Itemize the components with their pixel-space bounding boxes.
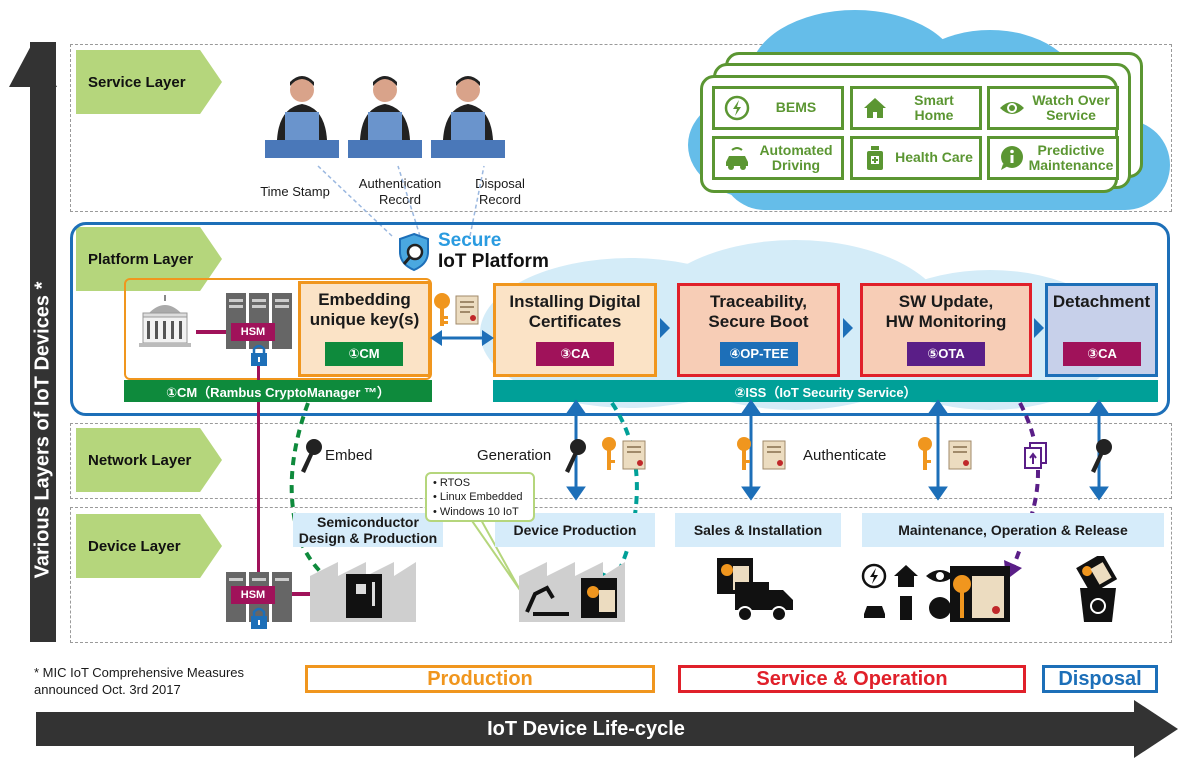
step-chevron [1034, 318, 1044, 338]
factory-robot-icon [517, 556, 627, 622]
footnote: * MIC IoT Comprehensive Measures announc… [34, 665, 245, 697]
layer-tag-network: Network Layer [76, 428, 222, 492]
padlock-icon [249, 343, 269, 367]
lightning-icon [723, 94, 751, 122]
certificate-icon [762, 440, 786, 470]
eye-icon [998, 94, 1026, 122]
truck-device-icon [715, 558, 795, 622]
operator-label-disposal-record: Disposal Record [475, 176, 525, 207]
lifecycle-axis-label: IoT Device Life-cycle [487, 717, 685, 740]
recycle-bin-icon [1070, 556, 1126, 624]
device-certificate-icon [950, 566, 1010, 622]
secure-iot-platform-box [70, 222, 1170, 416]
file-upload-icon [1024, 442, 1048, 470]
tag-op-tee: ④OP-TEE [720, 342, 798, 366]
phase-maintenance-operation-release: Maintenance, Operation & Release [862, 513, 1164, 547]
service-icons-cluster [860, 562, 956, 622]
medicine-icon [861, 144, 889, 172]
car-icon [723, 144, 751, 172]
step-installing-digital-certificates: Installing Digital Certificates [493, 283, 657, 377]
operator-person-icon [265, 76, 339, 158]
certificate-icon [455, 295, 479, 325]
key-icon-black [1088, 438, 1114, 474]
cm-region [124, 278, 432, 380]
operator-label-time-stamp: Time Stamp [260, 184, 330, 199]
layer-tag-service: Service Layer [76, 50, 222, 114]
certificate-icon [948, 440, 972, 470]
key-icon [916, 436, 934, 472]
network-layer-region [70, 423, 1172, 499]
cm-bar: ①CM（Rambus CryptoManager ™） [124, 380, 432, 402]
platform-title-secure: Secure [438, 230, 502, 251]
key-icon-black [562, 438, 588, 474]
arrow-maintenance [928, 399, 948, 501]
os-item: • RTOS [433, 477, 471, 489]
arrow-authenticate [741, 399, 761, 501]
operator-person-icon [431, 76, 505, 158]
vertical-axis-arrow [30, 42, 56, 642]
hsm-vertical-connector [257, 366, 260, 578]
tag-ca: ③CA [536, 342, 614, 366]
service-automated-driving: Automated Driving [712, 136, 844, 180]
factory-chip-icon [308, 556, 418, 622]
tag-ca-detachment: ③CA [1063, 342, 1141, 366]
info-icon [998, 144, 1026, 172]
key-icon [735, 436, 753, 472]
authenticate-label: Authenticate [803, 447, 887, 464]
step-chevron [660, 318, 670, 338]
iss-bar: ②ISS（IoT Security Service） [493, 380, 1158, 402]
step-chevron [843, 318, 853, 338]
certificate-icon [622, 440, 646, 470]
operator-person-icon [348, 76, 422, 158]
phase-semiconductor: Semiconductor Design & Production [293, 513, 443, 547]
connector-line [196, 330, 228, 334]
hsm-label-device: HSM [231, 586, 275, 604]
shield-search-icon [397, 232, 431, 272]
key-icon [432, 292, 452, 328]
tag-cm: ①CM [325, 342, 403, 366]
government-building-icon [135, 293, 195, 348]
lifecycle-axis-arrow [36, 712, 1136, 746]
lifecycle-service-operation: Service & Operation [678, 665, 1026, 693]
lifecycle-disposal: Disposal [1042, 665, 1158, 693]
lifecycle-production: Production [305, 665, 655, 693]
vertical-axis-arrowhead [9, 42, 57, 87]
service-bems: BEMS [712, 86, 844, 130]
os-item: • Linux Embedded [433, 491, 523, 504]
service-smart-home: Smart Home [850, 86, 982, 130]
connector-line [292, 592, 318, 596]
key-icon [600, 436, 618, 472]
service-layer-region [70, 44, 1172, 212]
platform-title-iot-platform: IoT Platform [438, 251, 549, 272]
operator-icons [265, 76, 505, 158]
padlock-icon [249, 606, 269, 630]
os-item: • Windows 10 IoT [433, 505, 519, 518]
service-health-care: Health Care [850, 136, 982, 180]
service-watch-over: Watch Over Service [987, 86, 1119, 130]
layer-tag-platform: Platform Layer [76, 227, 222, 291]
operator-label-authentication-record: Authentication Record [358, 176, 442, 207]
device-layer-region [70, 507, 1172, 643]
phase-sales-installation: Sales & Installation [675, 513, 841, 547]
hsm-label-platform: HSM [231, 323, 275, 341]
home-icon [861, 94, 889, 122]
ota-dashed-path [1010, 402, 1040, 571]
os-callout: • RTOS • Linux Embedded • Windows 10 IoT [425, 472, 535, 522]
service-predictive-maintenance: Predictive Maintenance [987, 136, 1119, 180]
lifecycle-axis-arrowhead [1134, 700, 1178, 758]
tag-ota: ⑤OTA [907, 342, 985, 366]
bidirectional-arrow [430, 330, 494, 346]
key-icon-black [298, 438, 324, 474]
layer-tag-device: Device Layer [76, 514, 222, 578]
generation-label: Generation [477, 447, 552, 464]
embed-label: Embed [325, 447, 373, 464]
